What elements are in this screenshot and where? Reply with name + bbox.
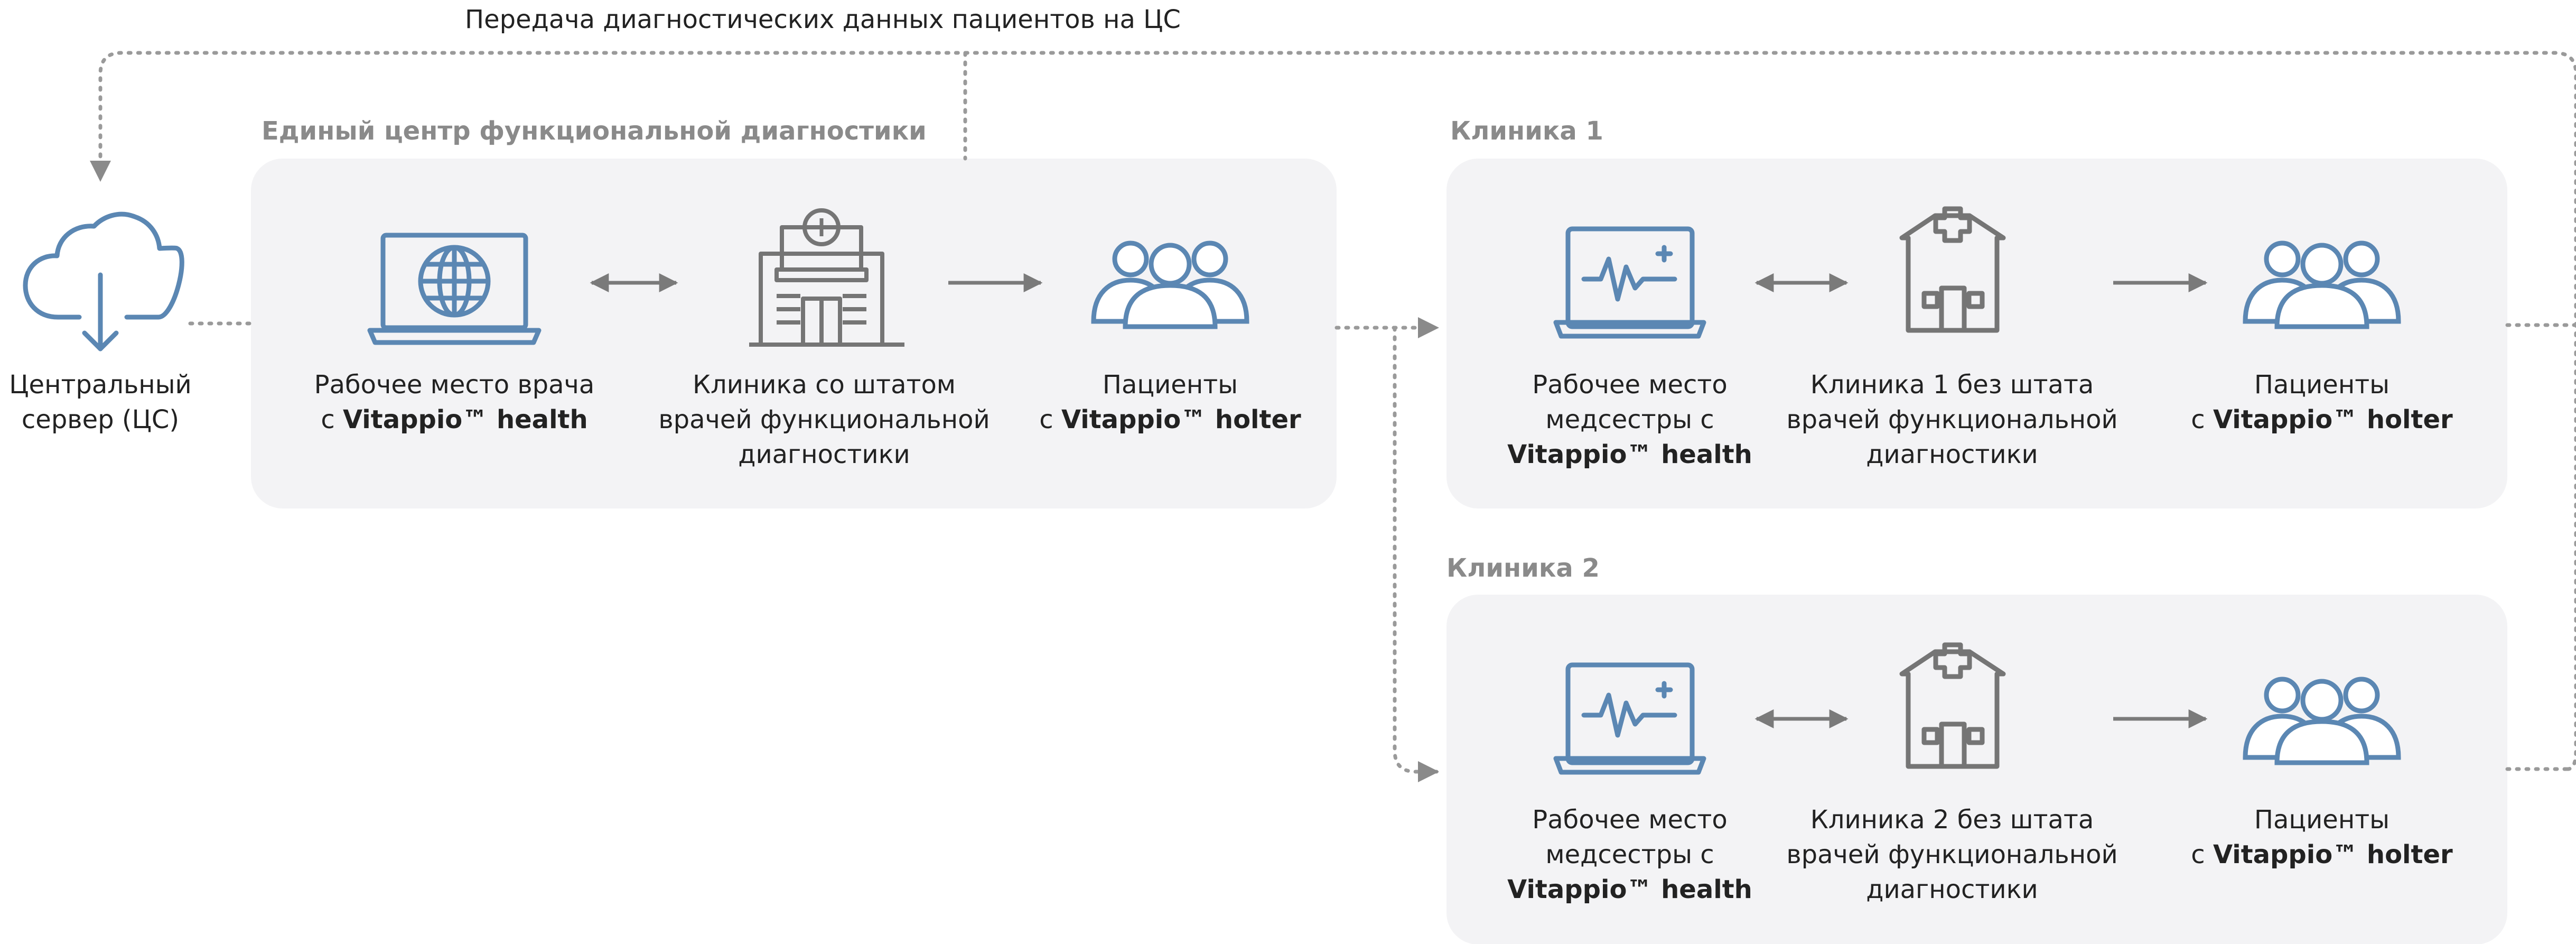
label-line: Клиника 2 без штата [1810,805,2094,835]
clinic1-patients-label: Пациенты с Vitappio™ holter [2163,367,2480,437]
label-line: диагностики [738,440,910,469]
label-line: врачей функциональной [1786,405,2118,434]
label-line: Клиника 1 без штата [1810,370,2094,400]
clinic2-group-title: Клиника 2 [1446,553,1600,583]
clinic2-panel [1446,595,2507,944]
dotted-connectors [90,51,2576,782]
center-panel [251,159,1337,508]
hospital-building-icon [749,208,904,347]
top-flow-label: Передача диагностических данных пациенто… [465,5,1181,34]
server-label-line: Центральный [9,370,192,400]
label-line: Vitappio™ health [1507,440,1752,469]
server-label-line: сервер (ЦС) [21,405,180,434]
label-line: диагностики [1866,875,2038,904]
laptop-ecg-icon [1553,226,1706,339]
clinic2-patients-label: Пациенты с Vitappio™ holter [2163,802,2480,872]
label-line: Рабочее место [1532,805,1728,835]
label-line: Рабочее место [1532,370,1728,400]
patients-group-icon [2243,677,2401,765]
label-line: медсестры с [1545,840,1714,869]
clinic1-workstation-label: Рабочее место медсестры с Vitappio™ heal… [1471,367,1788,472]
solid-arrows [590,273,2208,728]
patients-group-icon [1091,240,1249,329]
center-clinic-label: Клиника со штатом врачей функциональной … [634,367,1014,472]
label-line: Рабочее место врача [314,370,595,400]
label-line: диагностики [1866,440,2038,469]
center-group-title: Единый центр функциональной диагностики [262,116,927,146]
clinic1-group-title: Клиника 1 [1450,116,1603,146]
server-label: Центральный сервер (ЦС) [0,367,201,437]
laptop-ecg-icon [1553,662,1706,775]
center-workstation-label: Рабочее место врача с Vitappio™ health [296,367,613,437]
label-line: врачей функциональной [658,405,990,434]
clinic-building-icon [1899,642,2006,769]
center-patients-label: Пациенты с Vitappio™ holter [1012,367,1329,437]
clinic2-workstation-label: Рабочее место медсестры с Vitappio™ heal… [1471,802,1788,907]
clinic1-clinic-label: Клиника 1 без штата врачей функционально… [1762,367,2142,472]
label-line: Пациенты [2254,370,2390,400]
label-line: медсестры с [1545,405,1714,434]
center-to-clinic2-line [1393,326,1439,782]
patients-group-icon [2243,240,2401,329]
label-line: с Vitappio™ holter [1039,405,1301,434]
label-line: с Vitappio™ health [321,405,588,434]
clinic2-clinic-label: Клиника 2 без штата врачей функционально… [1762,802,2142,907]
clinic1-panel [1446,159,2507,508]
return-path-top [90,51,2576,771]
label-line: врачей функциональной [1786,840,2118,869]
label-line: Пациенты [2254,805,2390,835]
cloud-download-icon [23,211,184,351]
clinic-building-icon [1899,206,2006,333]
laptop-globe-icon [367,233,542,345]
label-line: Пациенты [1102,370,1238,400]
label-line: с Vitappio™ holter [2191,405,2453,434]
label-line: Vitappio™ health [1507,875,1752,904]
label-line: Клиника со штатом [692,370,956,400]
label-line: с Vitappio™ holter [2191,840,2453,869]
